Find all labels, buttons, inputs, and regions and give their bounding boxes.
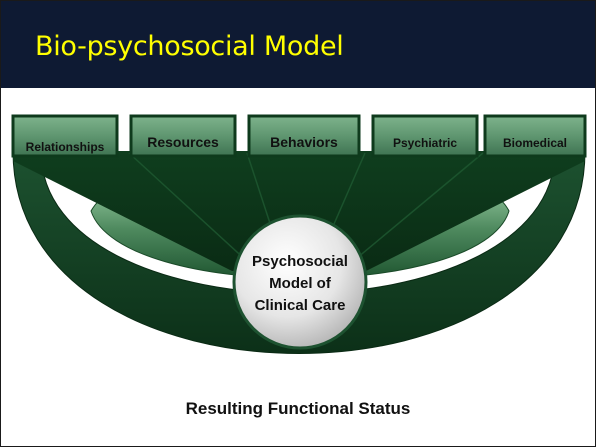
slide-title: Bio-psychosocial Model [35, 31, 344, 62]
domain-box-biomedical: Biomedical [483, 114, 587, 158]
center-label-line3: Clinical Care [255, 297, 346, 314]
center-label-line1: Psychosocial [252, 253, 348, 270]
outcome-label: Resulting Functional Status [185, 399, 411, 418]
domain-label: Psychiatric [393, 136, 457, 150]
domain-label: Biomedical [503, 136, 567, 150]
domain-box-resources: Resources [129, 114, 237, 158]
domain-label: Relationships [26, 140, 105, 154]
center-circle: Psychosocial Model of Clinical Care [232, 214, 368, 350]
domain-box-relationships: Relationships [11, 114, 119, 158]
domain-label: Resources [147, 134, 219, 150]
title-bar: Bio-psychosocial Model [1, 1, 595, 88]
domain-label: Behaviors [270, 134, 338, 150]
domain-box-behaviors: Behaviors [247, 114, 361, 158]
connector-fan [13, 151, 585, 271]
center-label-line2: Model of [269, 275, 332, 292]
domain-box-psychiatric: Psychiatric [371, 114, 479, 158]
